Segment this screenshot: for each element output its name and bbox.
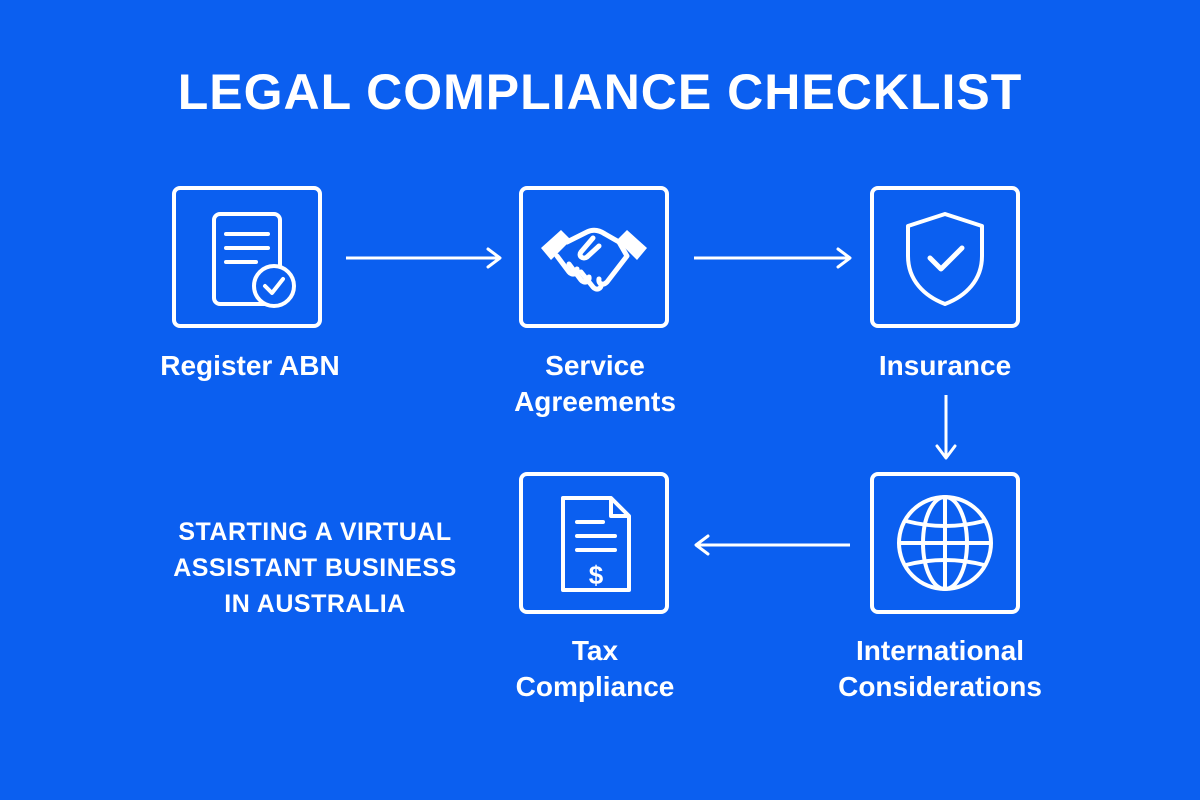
arrow-right-icon — [346, 247, 502, 269]
arrow-right-icon — [694, 247, 852, 269]
step-label-international-considerations: International Considerations — [810, 633, 1070, 705]
step-label-register-abn: Register ABN — [120, 348, 380, 384]
step-box-service-agreements — [519, 186, 669, 328]
step-label-line: Agreements — [514, 386, 676, 417]
step-label-line: Service — [545, 350, 645, 381]
document-check-icon — [212, 212, 296, 308]
subtitle-line: IN AUSTRALIA — [224, 590, 406, 618]
step-label-line: Insurance — [878, 350, 1012, 381]
subtitle-line: STARTING A VIRTUAL — [178, 518, 452, 546]
step-label-line: International — [855, 635, 1024, 666]
step-label-line: Considerations — [838, 671, 1042, 702]
page-title: LEGAL COMPLIANCE CHECKLIST — [177, 64, 1023, 120]
step-label-service-agreements: Service Agreements — [465, 348, 725, 420]
arrow-down-icon — [935, 395, 957, 460]
handshake-icon — [541, 227, 647, 292]
dollar-sign-icon: $ — [589, 560, 604, 590]
step-label-line: Compliance — [515, 671, 675, 702]
step-box-insurance — [870, 186, 1020, 328]
step-label-insurance: Insurance — [815, 348, 1075, 384]
step-label-line: Register ABN — [160, 350, 340, 381]
step-box-international-considerations — [870, 472, 1020, 614]
arrow-left-icon — [694, 534, 850, 556]
subtitle-line: ASSISTANT BUSINESS — [173, 554, 457, 582]
step-label-tax-compliance: Tax Compliance — [465, 633, 725, 705]
tax-document-icon: $ — [561, 496, 631, 592]
subtitle: STARTING A VIRTUAL ASSISTANT BUSINESS IN… — [130, 514, 500, 622]
step-box-tax-compliance: $ — [519, 472, 669, 614]
shield-check-icon — [906, 212, 984, 306]
step-label-line: Tax — [571, 635, 619, 666]
globe-icon — [897, 495, 993, 591]
step-box-register-abn — [172, 186, 322, 328]
